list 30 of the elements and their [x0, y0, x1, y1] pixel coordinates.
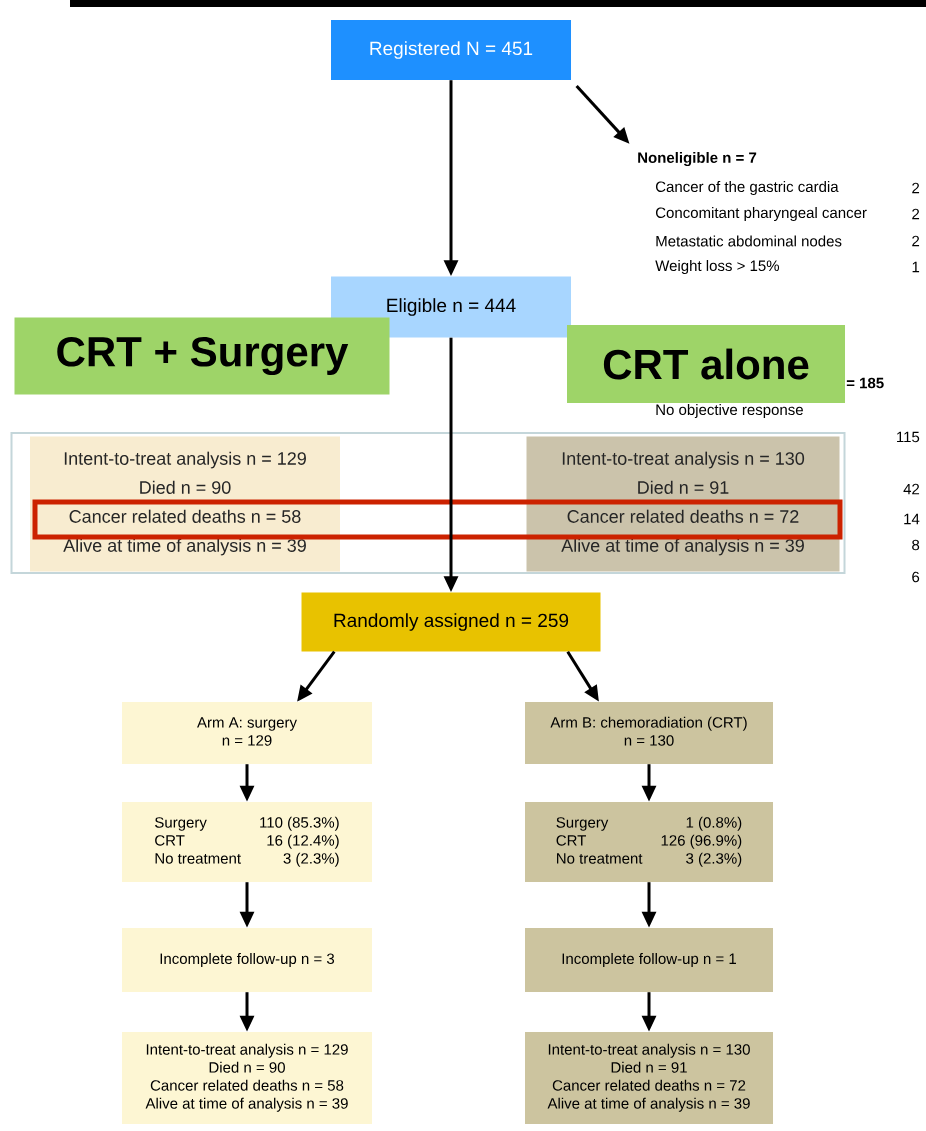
note-text: No objective response — [656, 404, 803, 418]
process-box: Intent-to-treat analysis n = 129 Died n = 90 Cancer related deaths n = 58 Alive at time of analysis n = 39 — [122, 1032, 372, 1124]
note-text: Metastatic abdominal nodes — [656, 235, 842, 247]
count-number: 2 — [912, 182, 920, 194]
process-box: Incomplete follow-up n = 3 — [122, 928, 372, 992]
note-text: Weight loss > 15% — [655, 260, 779, 274]
count-number: 2 — [912, 208, 920, 220]
process-box: Randomly assigned n = 259 — [301, 592, 601, 652]
process-box: Arm A: surgery n = 129 — [122, 702, 372, 764]
count-number: 8 — [912, 539, 920, 551]
count-number: 42 — [903, 483, 920, 495]
count-number: 1 — [912, 261, 920, 273]
process-box: Intent-to-treat analysis n = 130 Died n = 91 Cancer related deaths n = 72 Alive at time of analysis n = 39 — [525, 1032, 773, 1124]
process-box: Eligible n = 444 — [331, 276, 571, 338]
count-number: 14 — [904, 513, 920, 525]
process-box: Surgery 1 (0.8%) CRT 126 (96.9%) No treatment 3 (2.3%) — [525, 802, 773, 882]
count-number: 2 — [912, 235, 920, 247]
note-text: Concomitant pharyngeal cancer — [656, 207, 867, 221]
process-box: Incomplete follow-up n = 1 — [525, 928, 773, 992]
heading-text: Noneligible n = 7 — [638, 152, 757, 167]
process-box: Arm B: chemoradiation (CRT) n = 130 — [525, 702, 773, 764]
count-number: 6 — [912, 571, 920, 583]
process-box: Surgery 110 (85.3%) CRT 16 (12.4%) No treatment 3 (2.3%) — [122, 802, 372, 882]
count-number: 115 — [897, 431, 920, 443]
result-cell: Intent-to-treat analysis n = 130 Died n = 91 Cancer related deaths n = 72 Alive at time of analysis n = 39 — [526, 436, 840, 572]
process-box: Registered N = 451 — [331, 20, 571, 80]
result-cell: Intent-to-treat analysis n = 129 Died n = 90 Cancer related deaths n = 58 Alive at time of analysis n = 39 — [30, 436, 340, 572]
note-text: Cancer of the gastric cardia — [656, 181, 839, 195]
group-label: CRT alone — [567, 325, 845, 403]
group-label: CRT + Surgery — [14, 317, 390, 395]
